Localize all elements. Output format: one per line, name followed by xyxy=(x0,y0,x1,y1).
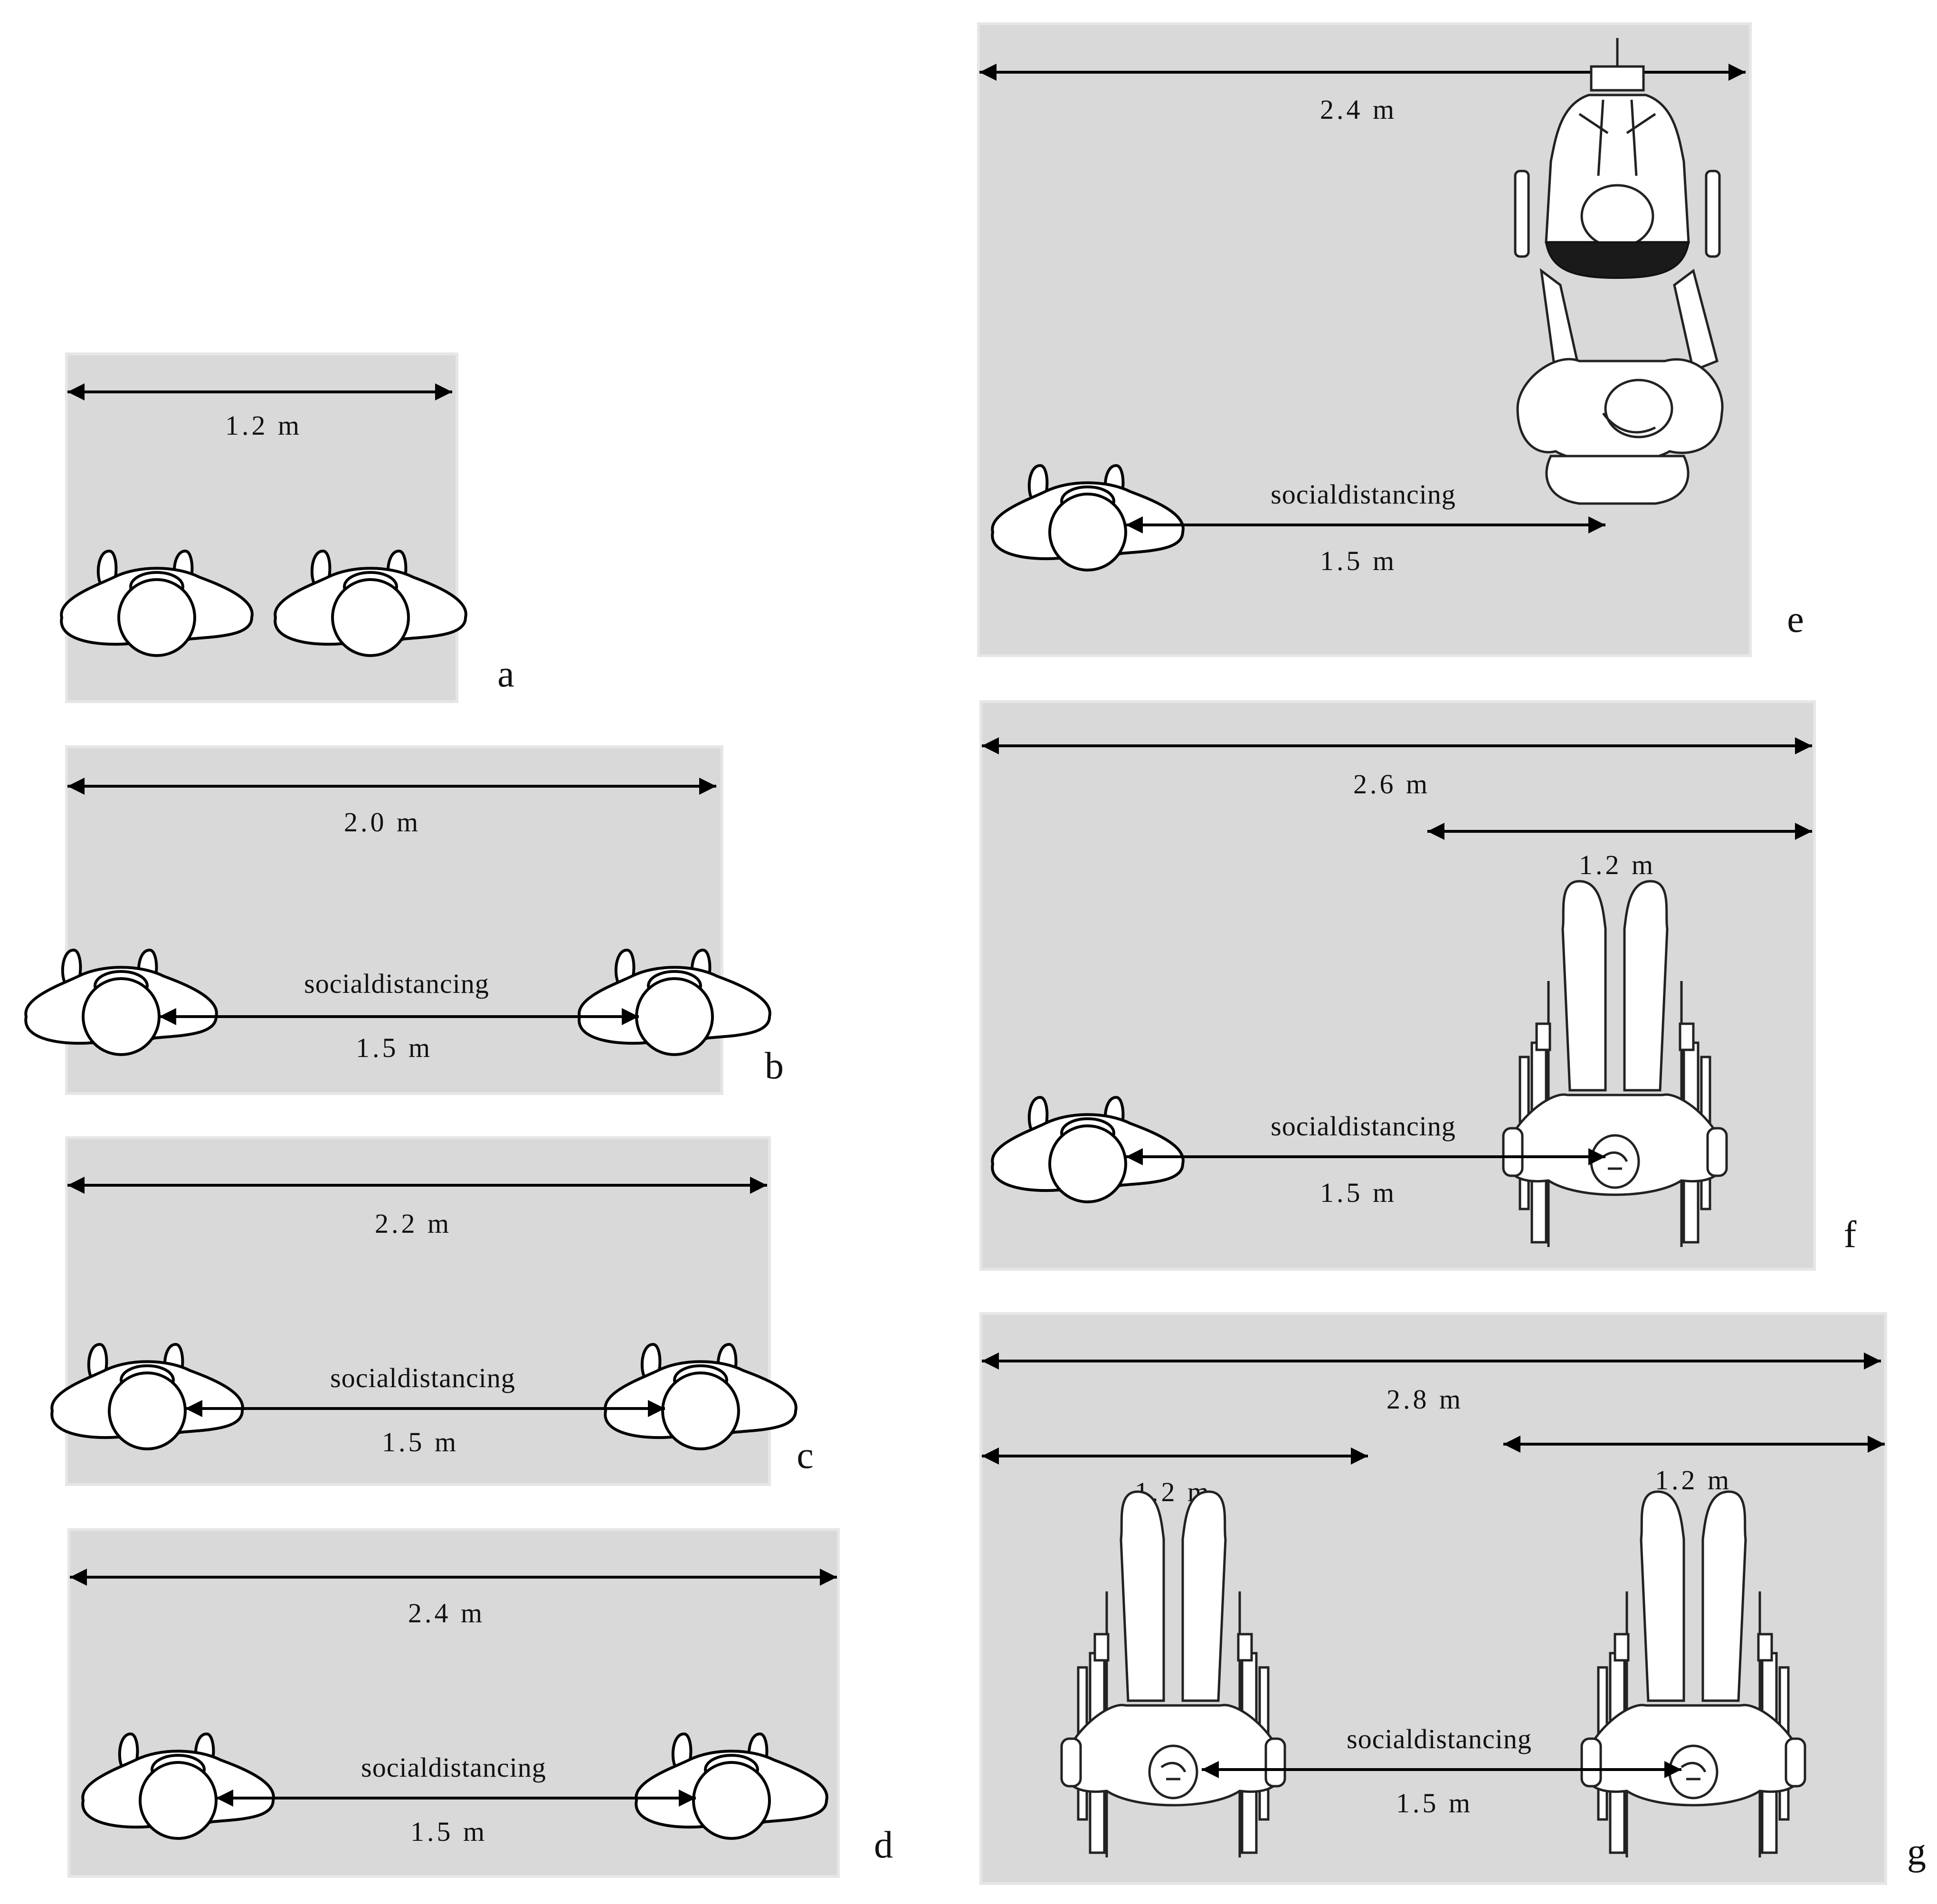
panel-f-width-label: 2.6 m xyxy=(1353,769,1430,800)
panel-e-width-label: 2.4 m xyxy=(1320,94,1397,125)
panel-g-social-label: socialdistancing xyxy=(1347,1723,1532,1754)
panel-e-letter: e xyxy=(1787,599,1804,640)
panel-e-distance-label: 1.5 m xyxy=(1320,545,1397,576)
panel-g-width-label: 2.8 m xyxy=(1386,1384,1463,1415)
panel-d-social-label: socialdistancing xyxy=(361,1752,546,1783)
panel-c: 2.2 m socialdistancing 1.5 m c xyxy=(52,1136,814,1486)
panel-e: 2.4 m socialdistancing 1.5 m e xyxy=(977,22,1804,657)
panel-g-letter: g xyxy=(1907,1831,1926,1873)
panel-b-letter: b xyxy=(765,1045,784,1087)
panel-f-wheelchair-label: 1.2 m xyxy=(1579,849,1656,880)
panel-f-social-label: socialdistancing xyxy=(1271,1111,1456,1142)
panel-c-width-label: 2.2 m xyxy=(375,1208,452,1239)
panel-b-distance-label: 1.5 m xyxy=(356,1032,433,1063)
panel-c-social-label: socialdistancing xyxy=(330,1362,515,1393)
panel-g-distance-label: 1.5 m xyxy=(1396,1788,1473,1818)
panel-f-distance-label: 1.5 m xyxy=(1320,1177,1397,1208)
panel-f-letter: f xyxy=(1844,1214,1857,1256)
panel-d: 2.4 m socialdistancing 1.5 m d xyxy=(67,1528,893,1878)
panel-e-social-label: socialdistancing xyxy=(1271,479,1456,510)
panel-a-background xyxy=(65,352,458,703)
panel-b-width-label: 2.0 m xyxy=(344,807,421,838)
panel-f: 2.6 m 1.2 m socialdistancing 1.5 m f xyxy=(979,700,1857,1271)
panel-d-letter: d xyxy=(874,1824,893,1866)
panel-a-width-label: 1.2 m xyxy=(225,410,302,441)
panel-g: 2.8 m 1.2 m 1.2 m socialdistancing 1.5 m… xyxy=(979,1312,1926,1885)
panel-d-distance-label: 1.5 m xyxy=(410,1816,487,1847)
panel-b: 2.0 m socialdistancing 1.5 m b xyxy=(26,745,784,1095)
panel-b-social-label: socialdistancing xyxy=(304,968,489,999)
panel-c-letter: c xyxy=(797,1435,814,1476)
panel-a: 1.2 m a xyxy=(61,352,514,703)
panel-a-letter: a xyxy=(497,653,514,695)
panel-c-distance-label: 1.5 m xyxy=(382,1427,459,1457)
panel-g-wheelchair-right-label: 1.2 m xyxy=(1655,1465,1732,1495)
panel-d-width-label: 2.4 m xyxy=(408,1598,485,1628)
